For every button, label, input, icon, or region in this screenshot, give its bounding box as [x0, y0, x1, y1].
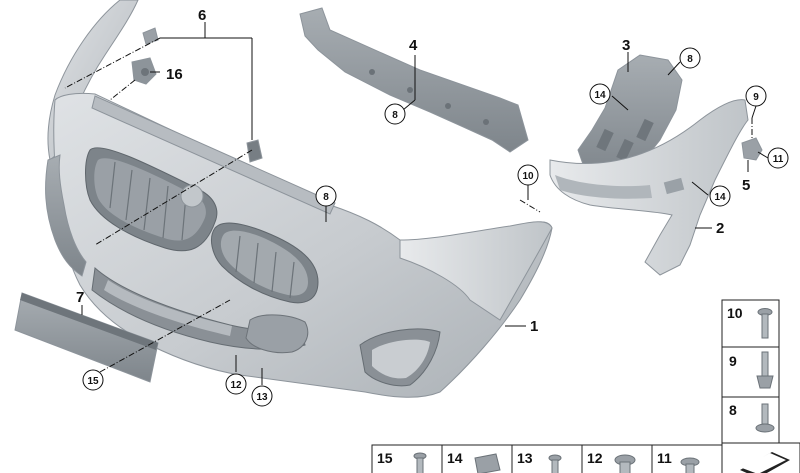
clip-part-16 — [131, 57, 157, 85]
callout-2: 2 — [716, 220, 724, 237]
clip-part-6-lower — [246, 139, 263, 163]
svg-text:13: 13 — [256, 392, 268, 403]
hardware-panel-horizontal: 15 14 13 12 11 — [371, 442, 800, 473]
callout-14-upper: 14 — [589, 83, 611, 105]
svg-text:9: 9 — [753, 92, 759, 103]
callout-8-upper-carrier: 8 — [384, 103, 406, 125]
clip-part-5 — [741, 137, 763, 161]
callout-labels: 6 16 4 3 5 2 1 7 8 8 8 14 14 9 — [76, 7, 789, 407]
clip-part-6-upper — [142, 27, 159, 45]
hw-label-10: 10 — [727, 305, 743, 321]
nut-14-icon — [474, 453, 501, 473]
callout-1: 1 — [530, 318, 538, 335]
svg-text:10: 10 — [522, 171, 534, 182]
callout-10: 10 — [517, 164, 539, 186]
index-tab-icon — [740, 452, 790, 473]
callout-15: 15 — [82, 369, 104, 391]
hw-label-14: 14 — [447, 450, 463, 466]
screw-10-icon — [757, 308, 773, 339]
upper-bumper-carrier — [299, 7, 529, 153]
svg-text:14: 14 — [714, 192, 726, 203]
callout-13: 13 — [251, 385, 273, 407]
callout-9: 9 — [745, 85, 767, 107]
hw-label-9: 9 — [729, 353, 737, 369]
svg-text:8: 8 — [392, 110, 398, 121]
nut-11-icon — [680, 457, 700, 473]
screw-8-icon — [755, 403, 775, 433]
hardware-panel-vertical: 10 9 8 — [721, 299, 780, 444]
callout-6: 6 — [198, 7, 206, 24]
callout-12: 12 — [225, 373, 247, 395]
leader-lines — [64, 22, 769, 385]
hw-label-15: 15 — [377, 450, 393, 466]
screw-13-icon — [548, 454, 562, 473]
callout-8-bracket: 8 — [679, 47, 701, 69]
svg-text:12: 12 — [230, 380, 242, 391]
callout-7: 7 — [76, 289, 84, 306]
svg-text:8: 8 — [687, 54, 693, 65]
callout-3: 3 — [622, 37, 630, 54]
rivet-9-icon — [756, 351, 774, 389]
nut-12-icon — [614, 454, 636, 473]
callout-14-lower: 14 — [709, 185, 731, 207]
callout-5: 5 — [742, 177, 750, 194]
callout-8-center: 8 — [315, 185, 337, 207]
svg-text:15: 15 — [87, 376, 99, 387]
hw-label-13: 13 — [517, 450, 533, 466]
side-bracket-part-2 — [549, 99, 749, 276]
callout-16: 16 — [166, 66, 183, 83]
screw-15-icon — [413, 452, 427, 473]
svg-text:11: 11 — [773, 154, 784, 165]
hw-label-8: 8 — [729, 402, 737, 418]
front-bumper-cover — [45, 0, 553, 398]
callout-4: 4 — [409, 37, 418, 54]
hw-label-12: 12 — [587, 450, 603, 466]
svg-text:14: 14 — [594, 90, 606, 101]
svg-text:8: 8 — [323, 192, 329, 203]
callout-11: 11 — [767, 147, 789, 169]
hw-label-11: 11 — [657, 450, 672, 466]
